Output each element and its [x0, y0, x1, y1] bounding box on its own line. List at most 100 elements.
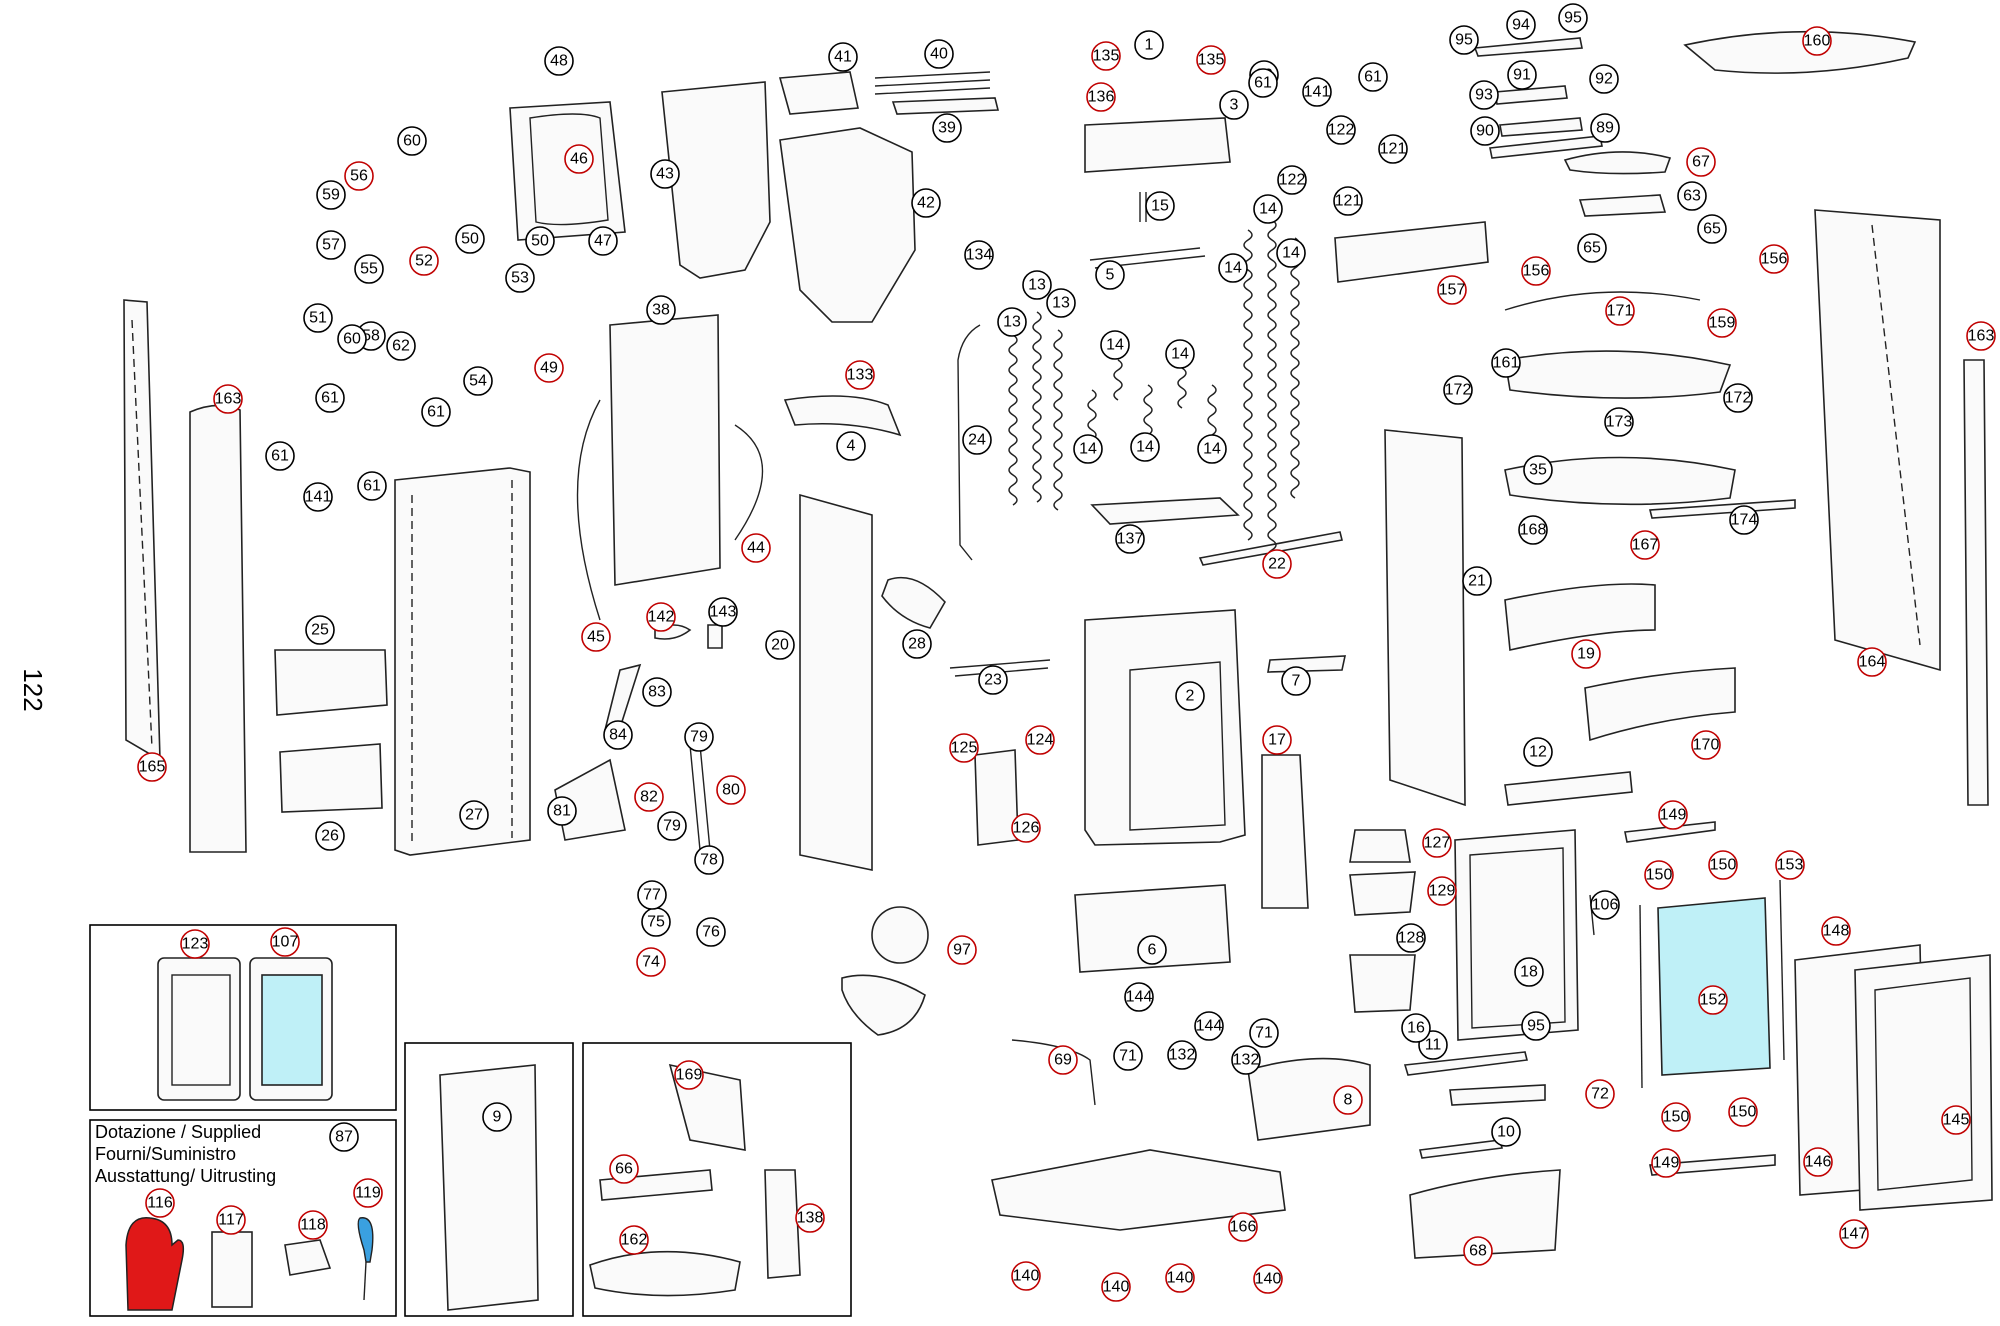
- callout-123: 123: [180, 929, 210, 959]
- callout-number: 162: [621, 1232, 648, 1249]
- callout-circle: [1523, 737, 1553, 767]
- callout-7: 7: [1281, 666, 1311, 696]
- callout-circle: [581, 622, 611, 652]
- inset-misc-frame: [582, 1042, 852, 1317]
- part-24-pipe: [957, 324, 981, 561]
- callout-number: 121: [1380, 141, 1407, 158]
- callout-number: 150: [1646, 867, 1673, 884]
- part-17-grid: [1261, 754, 1309, 909]
- inset-board-frame: [404, 1042, 574, 1317]
- callout-42: 42: [911, 188, 941, 218]
- callout-150: 150: [1644, 860, 1674, 890]
- callout-149: 149: [1651, 1148, 1681, 1178]
- callout-circle: [1605, 296, 1635, 326]
- part-162-dish: [589, 1250, 741, 1297]
- callout-circle: [795, 1203, 825, 1233]
- callout-number: 140: [1255, 1271, 1282, 1288]
- callout-number: 8: [1344, 1092, 1353, 1109]
- callout-circle: [1506, 10, 1536, 40]
- callout-number: 134: [966, 247, 993, 264]
- callout-circle: [1521, 1011, 1551, 1041]
- callout-number: 132: [1233, 1052, 1260, 1069]
- callout-circle: [1558, 3, 1588, 33]
- part-127-box: [1349, 829, 1411, 863]
- callout-circle: [1165, 339, 1195, 369]
- callout-76: 76: [696, 917, 726, 947]
- callout-number: 23: [984, 672, 1002, 689]
- callout-number: 79: [690, 729, 708, 746]
- part-46-gasket: [529, 113, 609, 226]
- callout-circle: [455, 224, 485, 254]
- callout-circle: [525, 226, 555, 256]
- callout-circle: [1514, 957, 1544, 987]
- callout-circle: [1686, 147, 1716, 177]
- callout-39: 39: [932, 113, 962, 143]
- callout-number: 124: [1027, 732, 1054, 749]
- callout-number: 92: [1595, 71, 1613, 88]
- callout-circle: [947, 935, 977, 965]
- callout-140: 140: [1011, 1261, 1041, 1291]
- part-68-front: [1409, 1169, 1561, 1259]
- callout-171: 171: [1605, 296, 1635, 326]
- callout-number: 164: [1859, 654, 1886, 671]
- part-20-side-frame: [799, 493, 873, 871]
- callout-number: 50: [531, 233, 549, 250]
- part-67-plate: [1563, 151, 1672, 175]
- part-171-gasket: [1504, 291, 1701, 311]
- callout-14: 14: [1197, 434, 1227, 464]
- callout-number: 150: [1710, 857, 1737, 874]
- callout-number: 76: [702, 924, 720, 941]
- callout-number: 47: [594, 233, 612, 250]
- callout-circle: [741, 533, 771, 563]
- part-165-dashline: [131, 319, 153, 749]
- callout-circle: [588, 226, 618, 256]
- callout-number: 161: [1493, 355, 1520, 372]
- callout-circle: [1443, 375, 1473, 405]
- callout-number: 22: [1268, 556, 1286, 573]
- callout-circle: [1326, 115, 1356, 145]
- callout-number: 116: [147, 1195, 173, 1212]
- callout-number: 140: [1103, 1279, 1130, 1296]
- callout-circle: [305, 615, 335, 645]
- callout-134: 134: [964, 240, 994, 270]
- callout-number: 149: [1660, 807, 1687, 824]
- callout-circle: [459, 800, 489, 830]
- callout-circle: [270, 927, 300, 957]
- callout-number: 43: [656, 166, 674, 183]
- callout-144: 144: [1194, 1011, 1224, 1041]
- callout-24: 24: [962, 425, 992, 455]
- callout-number: 38: [652, 302, 670, 319]
- callout-circle: [265, 441, 295, 471]
- callout-45: 45: [581, 622, 611, 652]
- callout-circle: [1803, 1147, 1833, 1177]
- callout-8: 8: [1333, 1085, 1363, 1115]
- callout-54: 54: [463, 366, 493, 396]
- callout-circle: [1427, 876, 1457, 906]
- callout-121: 121: [1333, 186, 1363, 216]
- callout-number: 117: [218, 1212, 244, 1229]
- part-44-wire: [734, 424, 764, 541]
- callout-16: 16: [1401, 1013, 1431, 1043]
- callout-number: 165: [139, 759, 166, 776]
- callout-50: 50: [455, 224, 485, 254]
- part-7-plate: [1267, 655, 1347, 673]
- callout-number: 123: [182, 936, 209, 953]
- callout-66: 66: [609, 1154, 639, 1184]
- callout-87: 87: [329, 1122, 359, 1152]
- callout-circle: [1262, 549, 1292, 579]
- callout-circle: [1253, 1264, 1283, 1294]
- part-45-wire: [576, 399, 601, 621]
- callout-circle: [902, 629, 932, 659]
- callout-14: 14: [1165, 339, 1195, 369]
- callout-number: 69: [1054, 1052, 1072, 1069]
- callout-circle: [1707, 308, 1737, 338]
- part-14-spring-short-b: [1113, 359, 1123, 401]
- callout-1: 1: [1134, 30, 1164, 60]
- callout-number: 72: [1591, 1086, 1609, 1103]
- callout-number: 57: [322, 237, 340, 254]
- part-6-ash-box: [1074, 884, 1231, 973]
- part-147-door: [1854, 954, 1993, 1211]
- callout-number: 81: [553, 803, 571, 820]
